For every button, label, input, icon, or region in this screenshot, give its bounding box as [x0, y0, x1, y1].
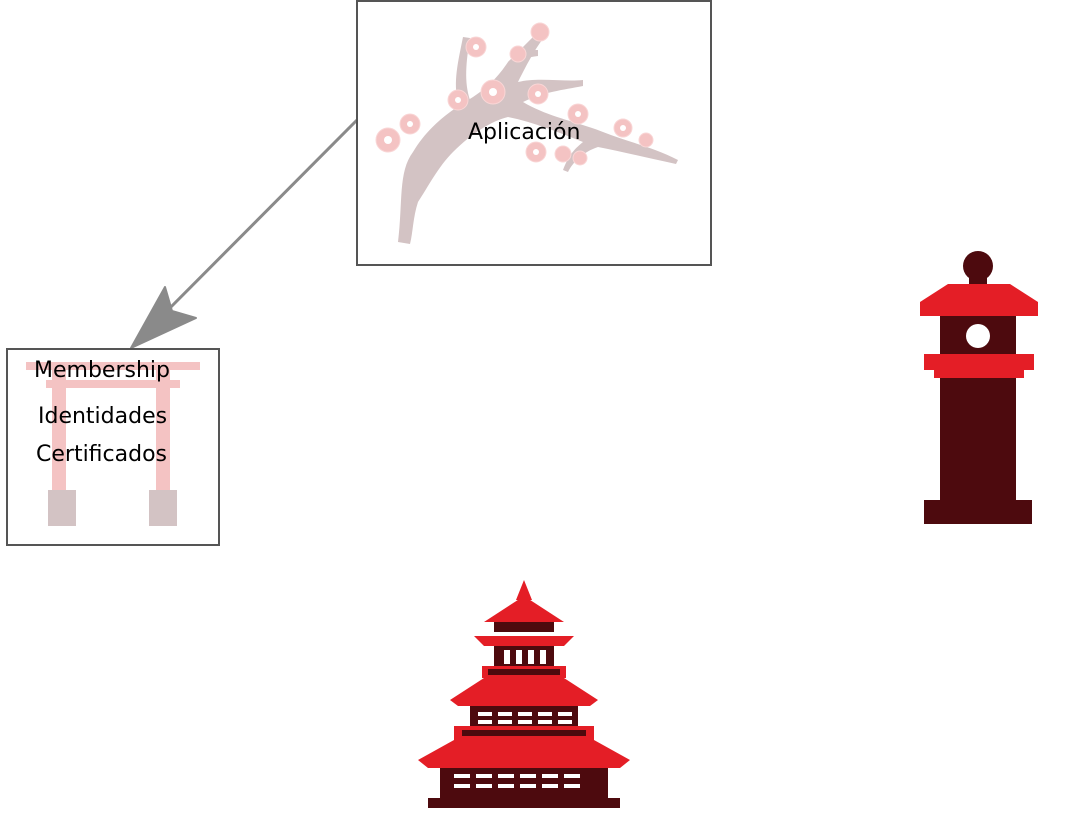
node-membership-line-2: Identidades	[38, 404, 168, 429]
node-membership-line-1: Membership	[34, 358, 170, 383]
stone-lantern-icon	[920, 251, 1038, 524]
node-app-label: Aplicación	[468, 120, 581, 145]
arrowhead-icon	[130, 286, 197, 349]
edge-line	[148, 118, 359, 330]
pagoda-icon	[418, 580, 630, 808]
torii-gate-icon	[26, 362, 200, 526]
cherry-blossom-branch-icon	[375, 22, 678, 244]
node-membership-line-3: Certificados	[36, 442, 168, 467]
node-app[interactable]: Aplicación	[356, 0, 712, 266]
node-membership[interactable]: Membership Identidades Certificados	[6, 348, 220, 546]
